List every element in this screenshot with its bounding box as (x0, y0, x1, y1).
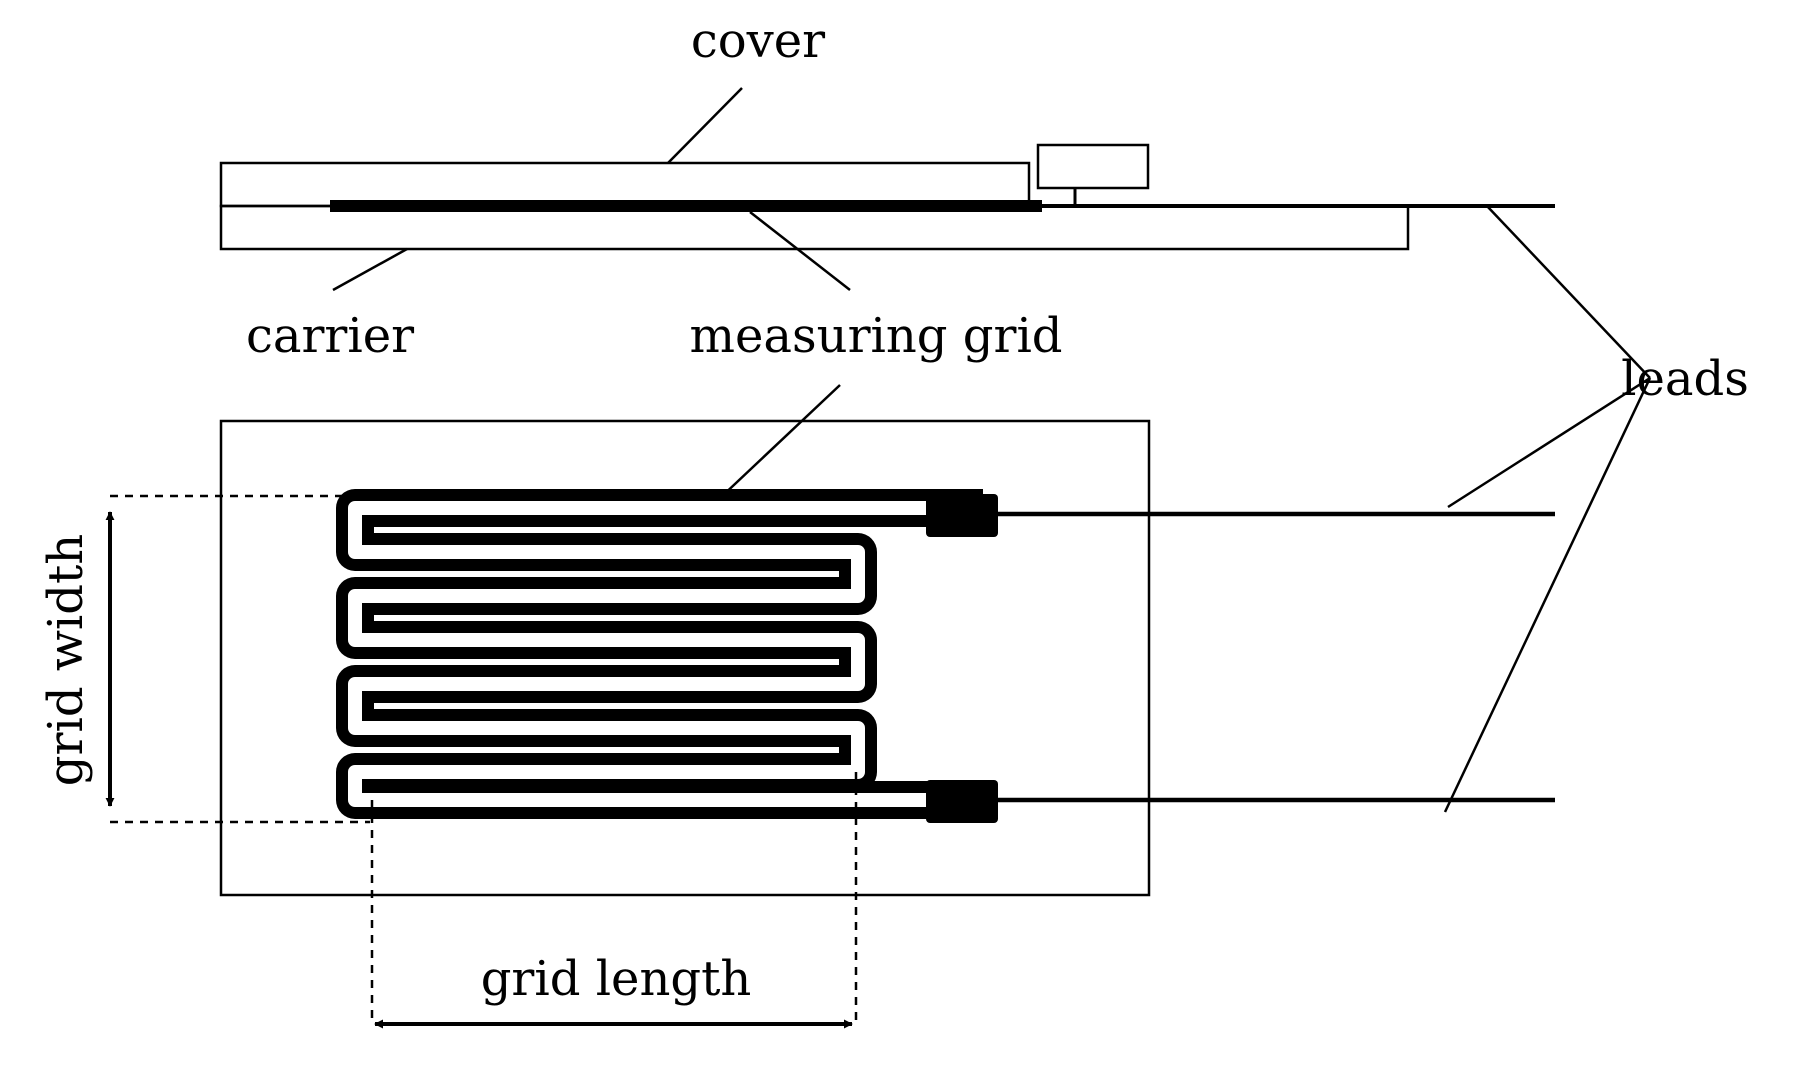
solder-pad-bottom (926, 780, 998, 823)
carrier-outline-top (219, 419, 1151, 897)
measuring-grid-label: measuring grid (689, 308, 1062, 364)
leads-leader-top (1447, 376, 1651, 509)
grid-width-label: grid width (38, 534, 94, 786)
carrier-leader (332, 247, 408, 292)
leads-leader-bottom (1443, 377, 1652, 813)
leads-leader-side (1486, 205, 1651, 379)
measuring-grid-leader-top (717, 384, 841, 501)
top-view: leads grid width grid length (38, 205, 1749, 1029)
serpentine-gap (348, 501, 930, 807)
leads-label: leads (1621, 351, 1749, 407)
cover-leader (667, 87, 743, 164)
cover-layer (219, 161, 1031, 208)
grid-length-label: grid length (481, 951, 752, 1007)
side-view: cover carrier measuring grid (219, 13, 1555, 364)
solder-pad-top (926, 494, 998, 537)
carrier-label: carrier (246, 308, 414, 364)
side-measuring-grid (330, 200, 1042, 212)
measuring-grid-leader-side (749, 211, 851, 291)
carrier-layer (219, 204, 1410, 251)
solder-tab (1036, 143, 1150, 190)
cover-label: cover (691, 13, 825, 69)
